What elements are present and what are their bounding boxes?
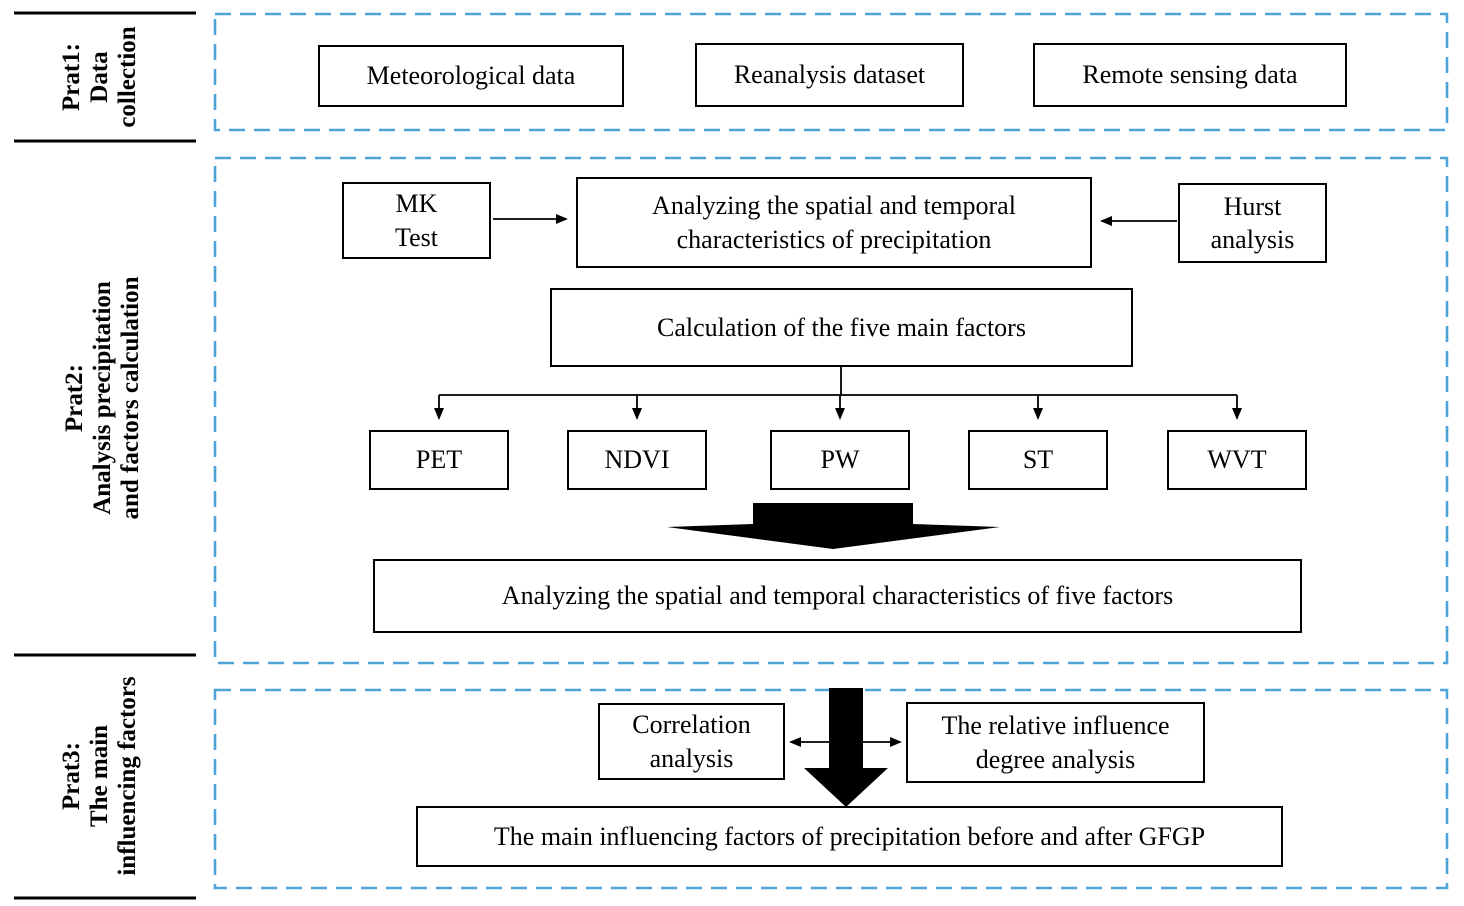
thick-down-arrow-icon xyxy=(804,688,888,807)
box-analyzing-precipitation: Analyzing the spatial and temporal chara… xyxy=(576,177,1092,268)
part3-label: Prat3: The main influencing factors xyxy=(58,676,141,876)
box-factor-pet: PET xyxy=(369,430,509,490)
box-calculation-five-factors: Calculation of the five main factors xyxy=(550,288,1133,367)
box-factor-st: ST xyxy=(968,430,1108,490)
box-main-influencing-factors: The main influencing factors of precipit… xyxy=(416,806,1283,867)
box-analyzing-five-factors: Analyzing the spatial and temporal chara… xyxy=(373,559,1302,633)
box-factor-ndvi: NDVI xyxy=(567,430,707,490)
box-correlation-analysis: Correlation analysis xyxy=(598,703,785,780)
box-mk-test: MK Test xyxy=(342,182,491,259)
part2-dashed-border xyxy=(213,156,1449,665)
box-reanalysis-dataset: Reanalysis dataset xyxy=(695,43,964,107)
box-factor-pw: PW xyxy=(770,430,910,490)
box-relative-influence: The relative influence degree analysis xyxy=(906,702,1205,783)
part1-label: Prat1: Data collection xyxy=(58,26,141,128)
part2-label: Prat2: Analysis precipitation and factor… xyxy=(61,276,144,520)
box-remote-sensing-data: Remote sensing data xyxy=(1033,43,1347,107)
big-down-arrow-icon xyxy=(667,503,1000,549)
part1-dashed-border xyxy=(213,12,1449,132)
box-meteorological-data: Meteorological data xyxy=(318,45,624,107)
box-hurst-analysis: Hurst analysis xyxy=(1178,183,1327,263)
box-factor-wvt: WVT xyxy=(1167,430,1307,490)
